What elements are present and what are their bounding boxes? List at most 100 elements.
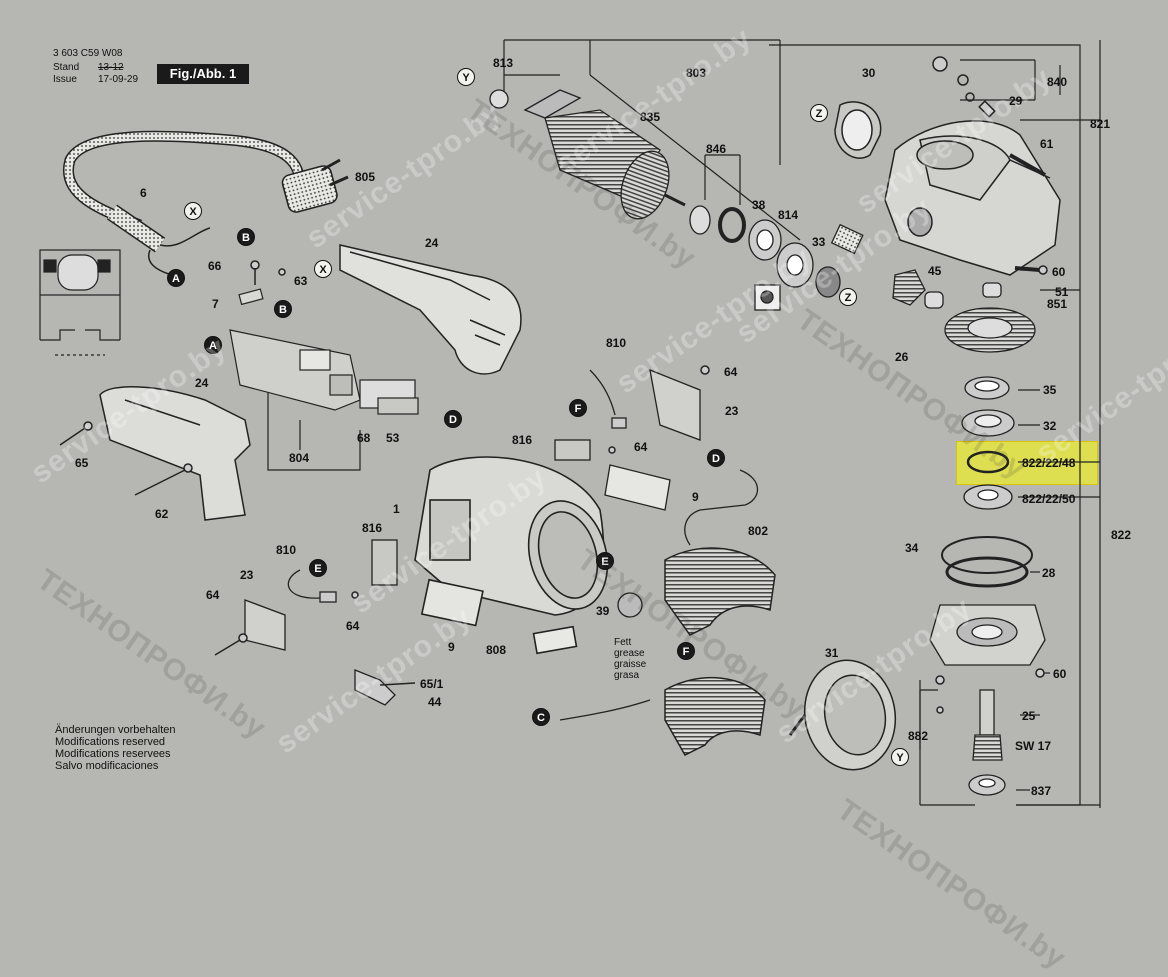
- part-label-p39: 39: [596, 604, 610, 618]
- bearings: [689, 205, 864, 311]
- part-label-p851: 851: [1047, 297, 1068, 311]
- doc-number: 3 603 C59 W08: [53, 48, 123, 59]
- part-label-p53: 53: [386, 431, 400, 445]
- part-label-p816b: 816: [362, 521, 383, 535]
- callout-B-8: B: [274, 300, 292, 318]
- part-label-p65: 65: [75, 456, 89, 470]
- figure-label: Fig./Abb. 1: [157, 64, 249, 84]
- callout-Y-4: Y: [891, 748, 909, 766]
- part-label-p804: 804: [289, 451, 310, 465]
- callout-X-5: X: [314, 260, 332, 278]
- part-label-p24b: 24: [195, 376, 209, 390]
- brush-parts: [244, 368, 759, 721]
- motor-housing: [414, 456, 609, 655]
- callout-A-6: A: [167, 269, 185, 287]
- part-label-p64a: 64: [724, 365, 738, 379]
- part-label-p32: 32: [1043, 419, 1057, 433]
- part-label-p9b: 9: [448, 640, 455, 654]
- part-label-p810a: 810: [606, 336, 627, 350]
- part-label-p882: 882: [908, 729, 929, 743]
- part-label-p60a: 60: [1052, 265, 1066, 279]
- part-label-p26: 26: [895, 350, 909, 364]
- part-label-p840: 840: [1047, 75, 1068, 89]
- part-label-p1: 1: [393, 502, 400, 516]
- callout-B-7: B: [237, 228, 255, 246]
- part-label-p7: 7: [212, 297, 219, 311]
- part-label-p802: 802: [748, 524, 769, 538]
- field-coil-802: [664, 547, 776, 756]
- callout-Y-0: Y: [457, 68, 475, 86]
- part-label-p808: 808: [486, 643, 507, 657]
- callout-F-15: F: [569, 399, 587, 417]
- issue-value: 17-09-29: [98, 74, 139, 85]
- cover-31: [788, 659, 897, 771]
- part-label-p30: 30: [862, 66, 876, 80]
- callout-Z-3: Z: [839, 288, 857, 306]
- callout-A-9: A: [204, 336, 222, 354]
- part-label-p835: 835: [640, 110, 661, 124]
- callout-Z-2: Z: [810, 104, 828, 122]
- part-label-p23a: 23: [725, 404, 739, 418]
- handle-24-top: [339, 244, 522, 375]
- grease-line: graisse: [614, 659, 647, 670]
- note-line: Salvo modificaciones: [55, 760, 159, 772]
- part-label-p64c: 64: [206, 588, 220, 602]
- gears: [892, 269, 1046, 796]
- cable-805: [63, 130, 349, 276]
- part-label-p65_1: 65/1: [420, 677, 444, 691]
- part-label-p822_22_48: 822/22/48: [1022, 456, 1076, 470]
- part-label-p9a: 9: [692, 490, 699, 504]
- part-label-p64d: 64: [346, 619, 360, 633]
- grease-line: Fett: [614, 637, 632, 648]
- callout-D-12: D: [707, 449, 725, 467]
- note-line: Modifications reserved: [55, 736, 166, 748]
- part-label-p61: 61: [1040, 137, 1054, 151]
- part-label-p60b: 60: [1053, 667, 1067, 681]
- assembly-brackets: [267, 39, 1101, 808]
- handle-24-side: [99, 386, 251, 521]
- issue-label: Issue: [53, 74, 77, 85]
- callout-F-16: F: [677, 642, 695, 660]
- part-label-p23b: 23: [240, 568, 254, 582]
- circuit-schematic: [39, 249, 121, 356]
- grease-line: grasa: [614, 670, 640, 681]
- part-label-p28: 28: [1042, 566, 1056, 580]
- part-label-p810b: 810: [276, 543, 297, 557]
- part-label-p814: 814: [778, 208, 799, 222]
- grease-line: grease: [614, 648, 645, 659]
- part-label-p816a: 816: [512, 433, 533, 447]
- part-label-p822_22_50: 822/22/50: [1022, 492, 1076, 506]
- part-label-p24a: 24: [425, 236, 439, 250]
- callout-X-1: X: [184, 202, 202, 220]
- part-label-sw17: SW 17: [1015, 739, 1052, 753]
- diagram-drawing: [39, 39, 1101, 808]
- part-label-p803: 803: [686, 66, 707, 80]
- part-label-p62: 62: [155, 507, 169, 521]
- part-label-p51: 51: [1055, 285, 1069, 299]
- part-label-p822: 822: [1111, 528, 1132, 542]
- part-label-p44: 44: [428, 695, 442, 709]
- stand-label: Stand: [53, 62, 80, 73]
- part-label-p68: 68: [357, 431, 371, 445]
- callout-D-11: D: [444, 410, 462, 428]
- highlight-822-22-48: [956, 441, 1098, 485]
- part-label-p35: 35: [1043, 383, 1057, 397]
- callout-C-10: C: [532, 708, 550, 726]
- part-label-p64b: 64: [634, 440, 648, 454]
- part-label-p25: 25: [1022, 709, 1036, 723]
- note-line: Modifications reservees: [55, 748, 171, 760]
- exploded-parts-diagram: 3 603 C59 W08 Stand 13-12 Issue 17-09-29…: [25, 21, 1168, 976]
- part-label-p31: 31: [825, 646, 839, 660]
- part-label-p805: 805: [355, 170, 376, 184]
- part-label-p813: 813: [493, 56, 514, 70]
- stand-value: 13-12: [98, 62, 124, 73]
- part-label-p63: 63: [294, 274, 308, 288]
- part-label-p29: 29: [1009, 94, 1023, 108]
- callout-E-13: E: [309, 559, 327, 577]
- part-label-p6: 6: [140, 186, 147, 200]
- part-label-p66: 66: [208, 259, 222, 273]
- part-label-p33: 33: [812, 235, 826, 249]
- part-label-p846: 846: [706, 142, 727, 156]
